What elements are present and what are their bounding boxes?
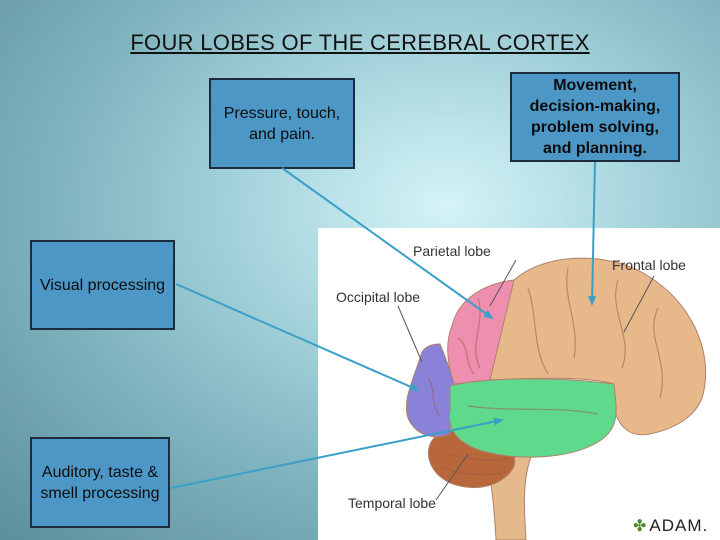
- leaf-icon: ✤: [633, 518, 648, 535]
- brain-drawing: [397, 257, 707, 540]
- adam-logo: ✤ADAM.: [633, 516, 708, 536]
- visual-arrow: [175, 283, 420, 391]
- pressure-box-text: Pressure, touch, and pain.: [223, 104, 341, 143]
- brain-illustration: Parietal lobe Frontal lobe Occipital lob…: [318, 228, 720, 540]
- parietal-lobe-label: Parietal lobe: [413, 243, 491, 259]
- movement-box-text: Movement, decision-making, problem solvi…: [529, 77, 661, 157]
- auditory-taste-smell-box: Auditory, taste & smell processing: [30, 437, 170, 528]
- pressure-arrow: [281, 167, 494, 320]
- visual-box-text: Visual processing: [39, 276, 166, 294]
- frontal-lobe-label: Frontal lobe: [612, 257, 686, 273]
- occipital-lobe-label: Occipital lobe: [336, 289, 421, 305]
- movement-planning-box: Movement, decision-making, problem solvi…: [510, 72, 680, 162]
- sulci-lines: [427, 267, 663, 476]
- auditory-box-text: Auditory, taste & smell processing: [40, 463, 160, 502]
- auditory-arrow: [170, 417, 504, 489]
- pressure-touch-pain-box: Pressure, touch, and pain.: [209, 78, 355, 169]
- slide-title-text: FOUR LOBES OF THE CEREBRAL CORTEX: [130, 30, 590, 55]
- movement-arrow: [588, 161, 597, 306]
- visual-processing-box: Visual processing: [30, 240, 175, 330]
- adam-logo-text: ADAM.: [649, 516, 709, 535]
- label-leader-lines: [397, 259, 655, 501]
- slide-title: FOUR LOBES OF THE CEREBRAL CORTEX: [0, 30, 720, 56]
- temporal-lobe-shape: [448, 378, 617, 458]
- temporal-lobe-label: Temporal lobe: [348, 495, 436, 511]
- parietal-lobe-shape: [447, 279, 515, 385]
